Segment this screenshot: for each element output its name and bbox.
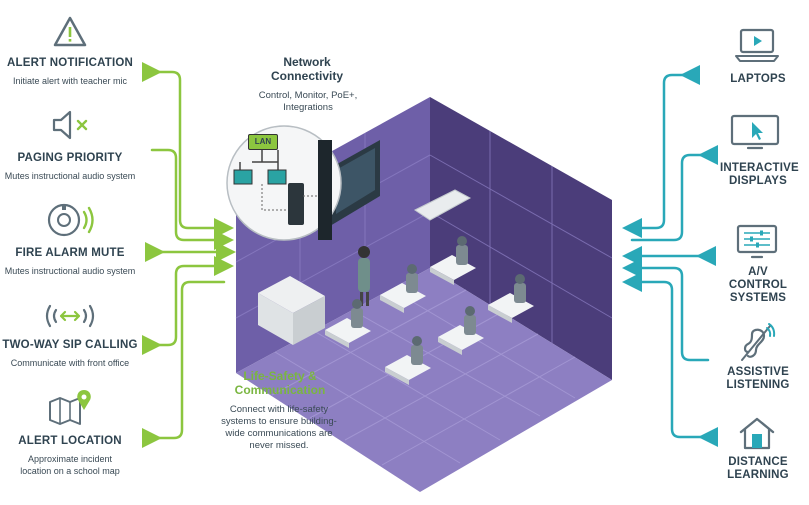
feature-desc: Approximate incident location on a schoo… [20,454,120,476]
feature-assistive-listening: ASSISTIVE LISTENING [710,366,806,392]
feature-title: TWO-WAY SIP CALLING [2,339,138,351]
feature-interactive-displays: INTERACTIVE DISPLAYS [710,162,806,188]
feature-two-way-sip: TWO-WAY SIP CALLING Communicate with fro… [0,339,140,369]
feature-distance-learning: DISTANCE LEARNING [710,456,806,482]
feature-title: ALERT LOCATION [18,435,122,447]
arrow-alert-location [142,280,226,448]
feature-title: DISTANCE LEARNING [727,456,789,481]
network-desc: Control, Monitor, PoE+, Integrations [258,90,358,113]
assistive-listening-icon [741,323,776,361]
laptop-icon [735,28,779,62]
feature-title: ALERT NOTIFICATION [6,57,134,69]
two-way-arrow-icon [45,304,95,328]
feature-laptops: LAPTOPS [710,73,806,86]
feature-title: LAPTOPS [730,73,786,85]
classroom-floor [236,268,612,492]
feature-desc: Mutes instructional audio system [4,171,136,181]
arrow-paging-priority [150,148,234,250]
feature-title: PAGING PRIORITY [17,152,123,164]
feature-title: ASSISTIVE LISTENING [726,366,790,391]
av-control-icon [736,224,778,259]
life-safety-desc: Connect with life-safety systems to ensu… [221,404,337,451]
feature-av-control: A/V CONTROL SYSTEMS [710,266,806,305]
right-wall [430,97,612,380]
network-title: Network Connectivity [270,55,343,83]
interactive-display-icon [730,114,780,150]
feature-title: FIRE ALARM MUTE [15,247,125,259]
arrow-alert-notification [142,62,234,238]
arrow-interactive-displays [630,145,718,242]
alert-triangle-icon [53,16,87,47]
feature-alert-notification: ALERT NOTIFICATION Initiate alert with t… [0,57,140,87]
feature-alert-location: ALERT LOCATION Approximate incident loca… [0,435,140,477]
map-pin-icon [49,390,91,425]
feature-paging-priority: PAGING PRIORITY Mutes instructional audi… [0,152,140,182]
arrow-distance-learning [622,272,718,447]
feature-fire-alarm-mute: FIRE ALARM MUTE Mutes instructional audi… [0,247,140,277]
lan-badge: LAN [248,134,278,150]
student-desks [325,236,534,385]
arrow-sip-calling [142,256,234,355]
speaker-mute-icon [52,110,88,140]
life-safety-title: Life-Safety & Communication [234,369,326,397]
fire-bell-icon [47,203,94,237]
feature-title: INTERACTIVE DISPLAYS [720,162,799,187]
arrow-laptops [622,65,700,238]
feature-desc: Initiate alert with teacher mic [12,76,128,86]
house-icon [739,417,775,450]
feature-desc: Mutes instructional audio system [4,266,136,276]
feature-desc: Communicate with front office [10,358,130,368]
feature-title: A/V CONTROL SYSTEMS [728,266,788,304]
